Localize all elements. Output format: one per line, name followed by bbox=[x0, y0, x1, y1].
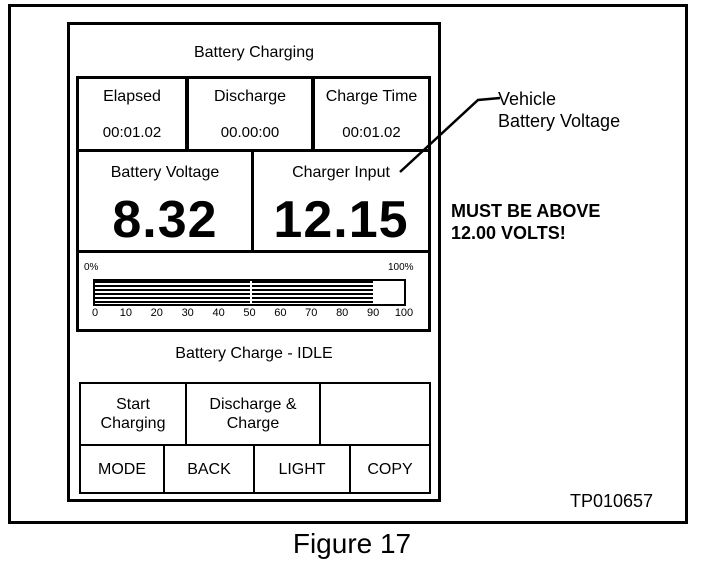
discharge-charge-button[interactable]: Discharge & Charge bbox=[185, 382, 321, 446]
copy-label: COPY bbox=[367, 460, 413, 478]
bar-tick-label: 80 bbox=[336, 307, 349, 319]
bar-tick-label: 50 bbox=[243, 307, 256, 319]
device-screen bbox=[67, 22, 441, 502]
screen-title: Battery Charging bbox=[193, 44, 315, 61]
back-button[interactable]: BACK bbox=[163, 444, 255, 494]
bar-tick-label: 20 bbox=[150, 307, 163, 319]
voltage-warning: MUST BE ABOVE 12.00 VOLTS! bbox=[451, 201, 601, 243]
figure-code: TP010657 bbox=[570, 491, 654, 511]
elapsed-value: 00:01.02 bbox=[102, 124, 162, 141]
figure-caption: Figure 17 bbox=[292, 528, 412, 559]
bar-min-label: 0% bbox=[84, 262, 99, 273]
charge-time-panel: Charge Time 00:01.02 bbox=[312, 76, 431, 152]
charge-progress-bar bbox=[93, 279, 406, 306]
bar-tick-label: 70 bbox=[305, 307, 318, 319]
charge-time-value: 00:01.02 bbox=[342, 124, 401, 141]
mode-button[interactable]: MODE bbox=[79, 444, 165, 494]
battery-voltage-value: 8.32 bbox=[112, 191, 218, 249]
mode-label: MODE bbox=[98, 460, 146, 478]
discharge-label: Discharge bbox=[213, 88, 287, 105]
bar-tick-label: 40 bbox=[212, 307, 225, 319]
discharge-value: 00.00:00 bbox=[220, 124, 280, 141]
bar-tick-label: 30 bbox=[181, 307, 194, 319]
battery-voltage-panel: Battery Voltage 8.32 bbox=[76, 149, 254, 253]
bar-tick-label: 90 bbox=[366, 307, 380, 319]
back-label: BACK bbox=[187, 460, 231, 478]
discharge-panel: Discharge 00.00:00 bbox=[186, 76, 314, 152]
bar-tick-label: 100 bbox=[394, 307, 414, 319]
bar-max-label: 100% bbox=[388, 262, 414, 273]
battery-voltage-label: Battery Voltage bbox=[110, 164, 220, 181]
bar-tick-label: 0 bbox=[91, 307, 99, 319]
charger-input-value: 12.15 bbox=[273, 191, 409, 249]
light-label: LIGHT bbox=[278, 460, 326, 478]
elapsed-panel: Elapsed 00:01.02 bbox=[76, 76, 188, 152]
start-charging-label: Start Charging bbox=[100, 396, 166, 432]
bar-tick-label: 10 bbox=[119, 307, 133, 319]
bar-tick-label: 60 bbox=[274, 307, 287, 319]
charger-input-label: Charger Input bbox=[292, 164, 390, 181]
bar-divider bbox=[249, 281, 252, 304]
charge-progress-fill bbox=[95, 281, 374, 304]
charge-status: Battery Charge - IDLE bbox=[175, 345, 333, 362]
charge-time-label: Charge Time bbox=[325, 88, 418, 105]
discharge-charge-label: Discharge & Charge bbox=[209, 396, 297, 432]
figure-frame bbox=[8, 4, 688, 524]
elapsed-label: Elapsed bbox=[103, 88, 161, 105]
charger-input-panel: Charger Input 12.15 bbox=[251, 149, 431, 253]
vehicle-battery-callout: Vehicle Battery Voltage bbox=[498, 89, 621, 131]
copy-button[interactable]: COPY bbox=[349, 444, 431, 494]
